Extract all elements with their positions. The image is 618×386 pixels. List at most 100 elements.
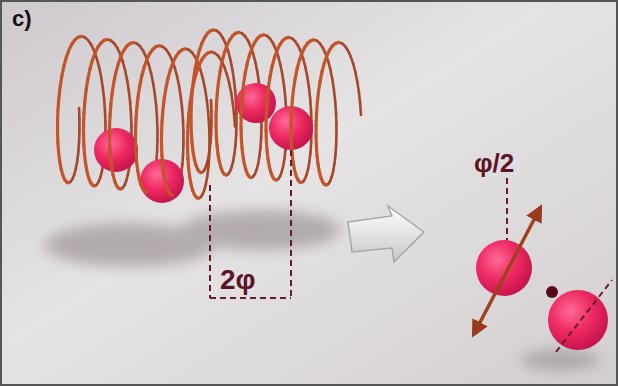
coil-segment bbox=[78, 108, 81, 120]
coil-segment bbox=[315, 103, 319, 114]
coil-segment bbox=[190, 90, 194, 101]
dimension-lines bbox=[210, 150, 291, 298]
coil-segment bbox=[265, 98, 269, 109]
coil-segment bbox=[82, 113, 86, 124]
spheres bbox=[94, 83, 313, 203]
coil-segment bbox=[160, 145, 164, 156]
coil-segment bbox=[78, 120, 81, 131]
coil-segment bbox=[130, 41, 133, 45]
coil-segment bbox=[242, 84, 243, 95]
coil-segment bbox=[229, 83, 231, 93]
coil-segment bbox=[134, 107, 138, 118]
coil-segment bbox=[156, 117, 159, 129]
coil-segment bbox=[156, 140, 159, 151]
coil-segment bbox=[231, 93, 233, 104]
coil-segment bbox=[189, 112, 192, 123]
coil-segment bbox=[138, 86, 140, 97]
coil-segment bbox=[104, 111, 107, 123]
coil-segment bbox=[78, 35, 81, 39]
coil-segment bbox=[182, 144, 185, 155]
helix-front bbox=[58, 30, 339, 199]
coil-segment bbox=[56, 110, 60, 121]
coil-segment bbox=[332, 80, 334, 91]
coil-segment bbox=[334, 90, 335, 101]
coil-segment bbox=[335, 113, 338, 124]
coil-segment bbox=[240, 95, 244, 106]
coil-segment bbox=[282, 75, 284, 86]
coil-segment bbox=[99, 67, 101, 77]
coil-segment bbox=[182, 132, 185, 143]
panel-label: c) bbox=[12, 8, 32, 30]
coil-segment bbox=[175, 68, 177, 77]
coil-segment bbox=[228, 51, 230, 60]
coil-segment bbox=[239, 117, 242, 128]
coil-segment bbox=[82, 124, 85, 135]
coil-segment bbox=[292, 89, 293, 100]
coil-segment bbox=[234, 135, 237, 145]
shadow bbox=[45, 210, 600, 370]
coil-segment bbox=[210, 111, 213, 122]
coil-segment bbox=[82, 135, 86, 146]
coil-segment bbox=[314, 114, 318, 125]
coil-segment bbox=[217, 82, 218, 93]
transition-arrow bbox=[348, 206, 424, 262]
coil-segment bbox=[112, 82, 114, 93]
coil-segment bbox=[82, 101, 86, 112]
coil-segment bbox=[153, 84, 155, 95]
coil-segment bbox=[234, 145, 235, 154]
coil-segment bbox=[207, 101, 208, 112]
coil-segment bbox=[357, 82, 359, 93]
coil-segment bbox=[211, 28, 214, 32]
coil-segment bbox=[78, 131, 81, 142]
coil-segment bbox=[85, 90, 86, 101]
coil-segment bbox=[235, 114, 238, 125]
coil-segment bbox=[108, 127, 111, 138]
coil-segment bbox=[311, 38, 314, 42]
coil-segment bbox=[177, 77, 179, 87]
coil-segment bbox=[108, 116, 112, 127]
coil-segment bbox=[207, 112, 210, 124]
coil-segment bbox=[355, 72, 357, 82]
coil-segment bbox=[155, 94, 156, 105]
coil-segment bbox=[280, 65, 282, 75]
coil-segment bbox=[186, 125, 190, 136]
coil-segment bbox=[210, 122, 213, 133]
coil-segment bbox=[264, 120, 267, 131]
coil-segment bbox=[260, 127, 263, 138]
coil-segment bbox=[267, 87, 268, 98]
coil-segment bbox=[330, 70, 332, 80]
coil-segment bbox=[77, 142, 80, 152]
coil-segment bbox=[205, 90, 207, 101]
coil-segment bbox=[209, 143, 210, 152]
coil-segment bbox=[215, 93, 219, 104]
coil-segment bbox=[192, 79, 193, 90]
coil-segment bbox=[149, 65, 151, 74]
coil-segment bbox=[214, 115, 217, 126]
coil-segment bbox=[235, 125, 238, 136]
coil-segment bbox=[334, 145, 337, 155]
coil-segment bbox=[60, 76, 62, 87]
angle-label: φ/2 bbox=[474, 150, 514, 176]
coil-segment bbox=[359, 104, 362, 115]
coil-segment bbox=[259, 148, 260, 157]
coil-segment bbox=[186, 137, 189, 148]
coil-segment bbox=[239, 106, 243, 117]
coil-segment bbox=[186, 148, 190, 159]
coil-segment bbox=[182, 120, 185, 132]
coil-segment bbox=[179, 87, 181, 98]
coil-segment bbox=[317, 92, 318, 103]
coil-segment bbox=[125, 70, 127, 80]
coil-segment bbox=[335, 135, 338, 146]
coil-segment bbox=[336, 41, 339, 45]
coil-segment bbox=[155, 106, 158, 118]
coil-segment bbox=[103, 99, 106, 111]
coil-segment bbox=[328, 61, 330, 70]
coil-segment bbox=[264, 109, 268, 120]
coil-segment bbox=[181, 154, 184, 164]
coil-segment bbox=[259, 138, 262, 148]
coil-segment bbox=[181, 97, 182, 108]
coil-segment bbox=[203, 80, 205, 90]
coil-segment bbox=[286, 36, 289, 40]
coil-segment bbox=[278, 56, 280, 65]
coil-segment bbox=[101, 77, 103, 88]
